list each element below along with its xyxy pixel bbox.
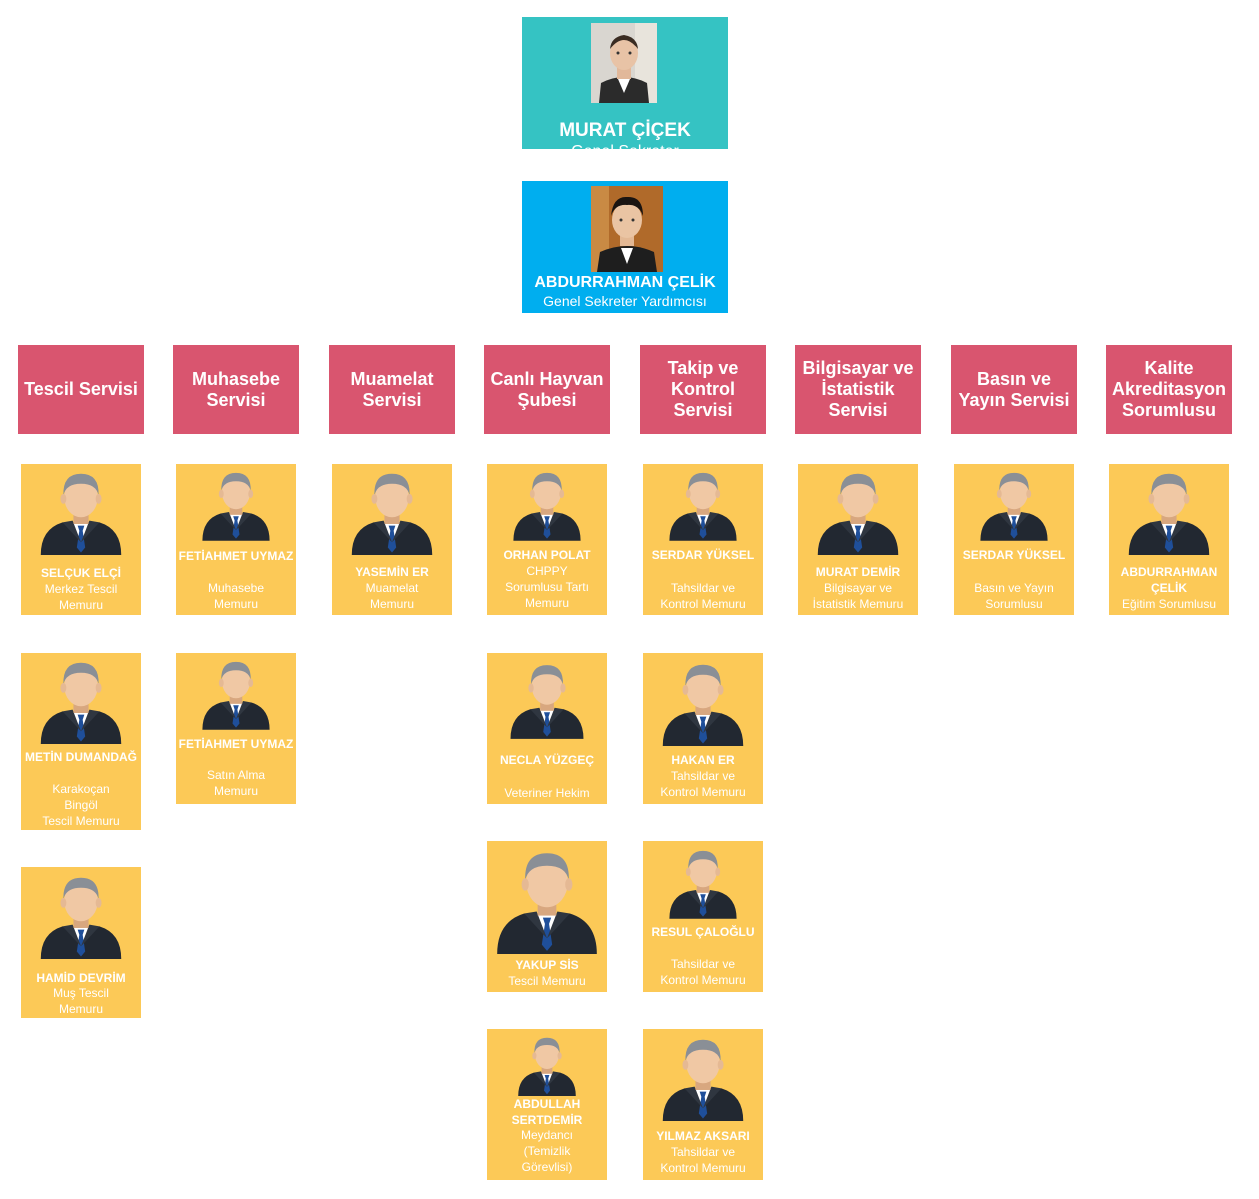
staff-role: Karakoçan Bingöl Tescil Memuru (42, 782, 120, 828)
staff-card: MURAT DEMİR Bilgisayar ve İstatistik Memu… (798, 464, 918, 615)
staff-name: YILMAZ AKSARI (656, 1129, 750, 1143)
staff-role: Tescil Memuru (508, 974, 586, 988)
businessman-avatar-icon (40, 473, 122, 555)
department-tescil: Tescil Servisi (18, 345, 144, 434)
businessman-avatar-icon (662, 1039, 744, 1121)
businessman-avatar-icon (662, 664, 744, 746)
staff-role: Tahsildar ve Kontrol Memuru (660, 769, 746, 799)
staff-name: ABDULLAH SERTDEMİR (511, 1097, 583, 1127)
staff-name: FETİAHMET UYMAZ (178, 737, 294, 751)
secretary-name: MURAT ÇİÇEK (559, 120, 691, 141)
businessman-avatar-icon (497, 853, 597, 954)
department-canli-hayvan: Canlı Hayvan Şubesi (484, 345, 610, 434)
staff-role: Tahsildar ve Kontrol Memuru (660, 957, 746, 987)
assistant-name: ABDURRAHMAN ÇELİK (534, 274, 716, 291)
staff-name: FETİAHMET UYMAZ (178, 549, 294, 563)
businessman-avatar-icon (1128, 473, 1210, 555)
staff-card: FETİAHMET UYMAZ Muhasebe Memuru (176, 464, 296, 615)
department-basin-yayin: Basın ve Yayın Servisi (951, 345, 1077, 434)
staff-card: SERDAR YÜKSEL Tahsildar ve Kontrol Memuru (643, 464, 763, 615)
staff-name: NECLA YÜZGEÇ (499, 753, 594, 767)
staff-card: SERDAR YÜKSEL Basın ve Yayın Sorumlusu (954, 464, 1074, 615)
secretary-title: Genel Sekreter (571, 143, 679, 160)
staff-role: Muhasebe Memuru (207, 581, 265, 611)
staff-card: METİN DUMANDAĞ Karakoçan Bingöl Tescil Me… (21, 653, 141, 830)
businessman-avatar-icon (817, 473, 899, 555)
staff-name: SELÇUK ELÇİ (40, 566, 121, 580)
staff-card: NECLA YÜZGEÇ Veteriner Hekim (487, 653, 607, 804)
department-kalite: Kalite Akreditasyon Sorumlusu (1106, 345, 1232, 434)
staff-card: FETİAHMET UYMAZ Satın Alma Memuru (176, 653, 296, 804)
staff-name: MURAT DEMİR (815, 565, 901, 579)
assistant-secretary-box: ABDURRAHMAN ÇELİK Genel Sekreter Yardımc… (522, 181, 728, 313)
staff-role: CHPPY Sorumlusu Tartı Memuru (505, 564, 589, 610)
staff-role: Muamelat Memuru (365, 581, 419, 611)
businessman-avatar-icon (202, 661, 270, 730)
businessman-avatar-icon (980, 472, 1048, 541)
businessman-avatar-icon (669, 472, 737, 541)
staff-name: ORHAN POLAT (503, 548, 591, 562)
staff-role: Tahsildar ve Kontrol Memuru (660, 581, 746, 611)
businessman-avatar-icon (669, 850, 737, 919)
staff-name: RESUL ÇALOĞLU (651, 925, 755, 939)
staff-card: ABDURRAHMAN ÇELİK Eğitim Sorumlusu (1109, 464, 1229, 615)
staff-card: YILMAZ AKSARI Tahsildar ve Kontrol Memuru (643, 1029, 763, 1180)
assistant-title: Genel Sekreter Yardımcısı (543, 293, 707, 309)
staff-name: ABDURRAHMAN ÇELİK (1120, 565, 1218, 595)
businessman-avatar-icon (513, 472, 581, 541)
staff-name: METİN DUMANDAĞ (25, 750, 137, 764)
businessman-avatar-icon (351, 473, 433, 555)
businessman-avatar-icon (510, 665, 584, 739)
staff-role: Satın Alma Memuru (206, 768, 266, 798)
staff-card: SELÇUK ELÇİ Merkez Tescil Memuru (21, 464, 141, 615)
staff-role: Muş Tescil Memuru (53, 986, 109, 1016)
staff-role: Meydancı (Temizlik Görevlisi) (520, 1128, 574, 1174)
secretary-photo (591, 23, 657, 103)
department-bilgisayar: Bilgisayar ve İstatistik Servisi (795, 345, 921, 434)
staff-role: Merkez Tescil Memuru (44, 582, 118, 612)
staff-role: Bilgisayar ve İstatistik Memuru (812, 581, 904, 611)
businessman-avatar-icon (40, 662, 122, 744)
businessman-avatar-icon (518, 1037, 576, 1096)
staff-role: Veteriner Hekim (504, 786, 590, 800)
assistant-photo (591, 186, 663, 272)
staff-card: RESUL ÇALOĞLU Tahsildar ve Kontrol Memuru (643, 841, 763, 992)
staff-card: YASEMİN ER Muamelat Memuru (332, 464, 452, 615)
businessman-avatar-icon (40, 877, 122, 959)
staff-name: HAMİD DEVRİM (36, 971, 126, 985)
staff-name: SERDAR YÜKSEL (651, 548, 755, 562)
department-takip-kontrol: Takip ve Kontrol Servisi (640, 345, 766, 434)
staff-name: HAKAN ER (671, 753, 735, 767)
staff-role: Basın ve Yayın Sorumlusu (974, 581, 1054, 611)
businessman-avatar-icon (202, 472, 270, 541)
staff-role: Eğitim Sorumlusu (1121, 597, 1217, 611)
staff-card: ORHAN POLAT CHPPY Sorumlusu Tartı Memuru (487, 464, 607, 615)
staff-name: YASEMİN ER (355, 565, 429, 579)
secretary-general-box: MURAT ÇİÇEK Genel Sekreter (522, 17, 728, 160)
staff-name: YAKUP SİS (515, 958, 579, 972)
department-muhasebe: Muhasebe Servisi (173, 345, 299, 434)
staff-name: SERDAR YÜKSEL (962, 548, 1066, 562)
staff-card: HAKAN ER Tahsildar ve Kontrol Memuru (643, 653, 763, 804)
department-muamelat: Muamelat Servisi (329, 345, 455, 434)
staff-role: Tahsildar ve Kontrol Memuru (660, 1145, 746, 1175)
staff-card: YAKUP SİS Tescil Memuru (487, 841, 607, 992)
